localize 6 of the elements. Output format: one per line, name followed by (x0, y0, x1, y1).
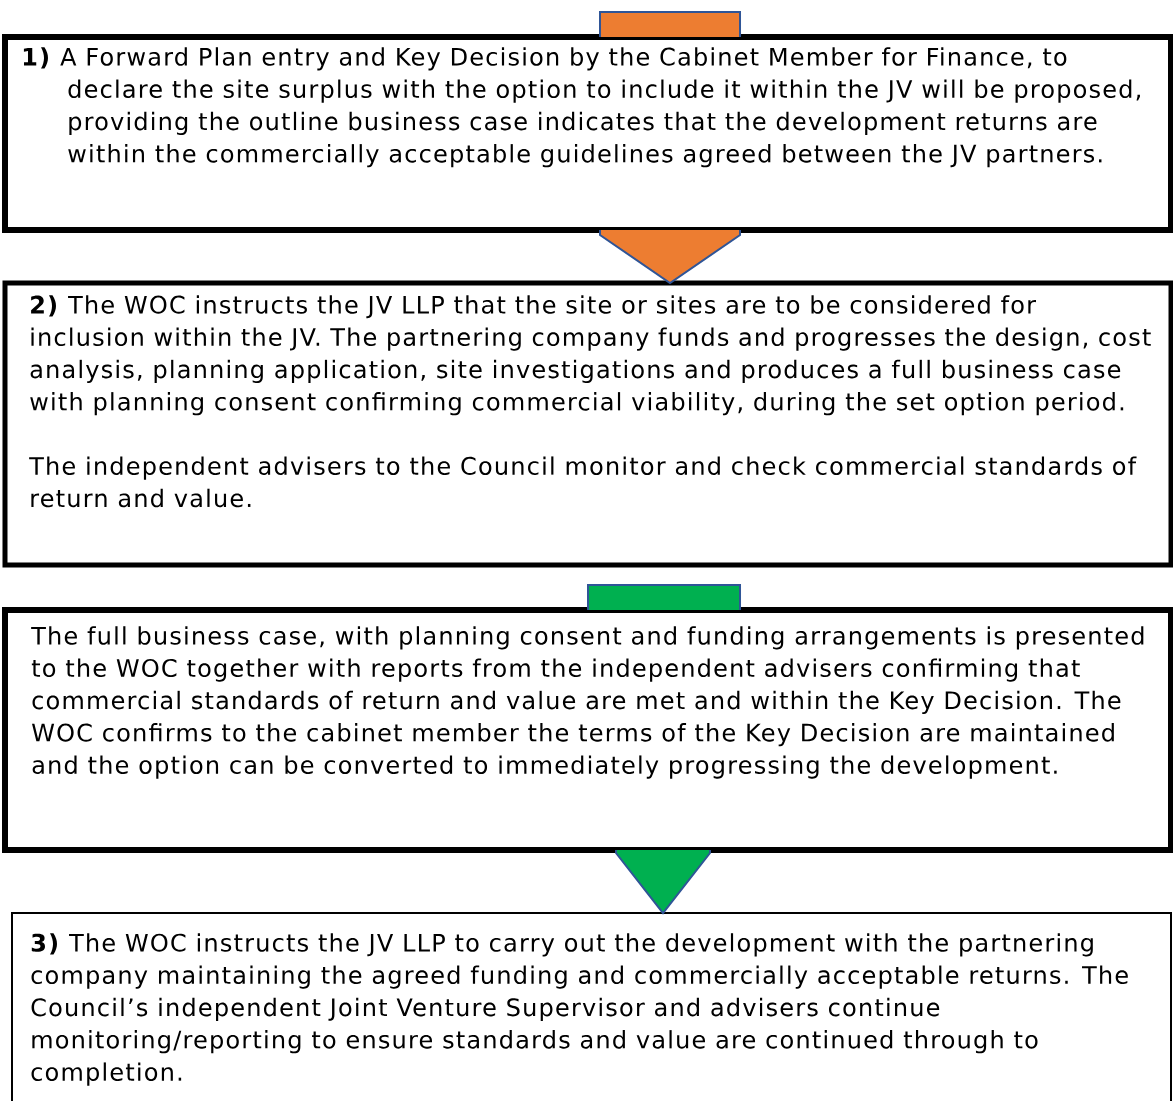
block-arrow (599, 229, 741, 285)
text-box: 1) A Forward Plan entry and Key Decision by the Cabinet Member for Finance, to declare the site surplus with the option to include it within the JV will be proposed, providing the outline business case indicates that the development returns are within the commercially acceptable guidelines agreed between the JV partners. (2, 34, 1173, 233)
text-box: The full business case, with planning consent and funding arrangements is presented to the WOC together with reports from the independent advisers confirming that commercial standards of return and value are met and within the Key Decision. The WOC confirms to the cabinet member the terms of the Key Decision are maintained and the option can be converted to immediately progressing the development. (2, 607, 1173, 853)
block-arrow (615, 849, 711, 915)
text-box: 2) The WOC instructs the JV LLP that the site or sites are to be considered for inclusion within the JV. The partnering company funds and progresses the design, cost analysis, planning application, site investigations and produces a full business case with planning consent confirming commercial viability, during the set option period. The independent advisers to the Council monitor and check commercial standards of return and value. (2, 280, 1173, 568)
text-box: 3) The WOC instructs the JV LLP to carry out the development with the partnering company maintaining the agreed funding and commercially acceptable returns. The Council’s independent Joint Venture Supervisor and advisers continue monitoring/reporting to ensure standards and value are continued through to completion. (11, 912, 1172, 1101)
